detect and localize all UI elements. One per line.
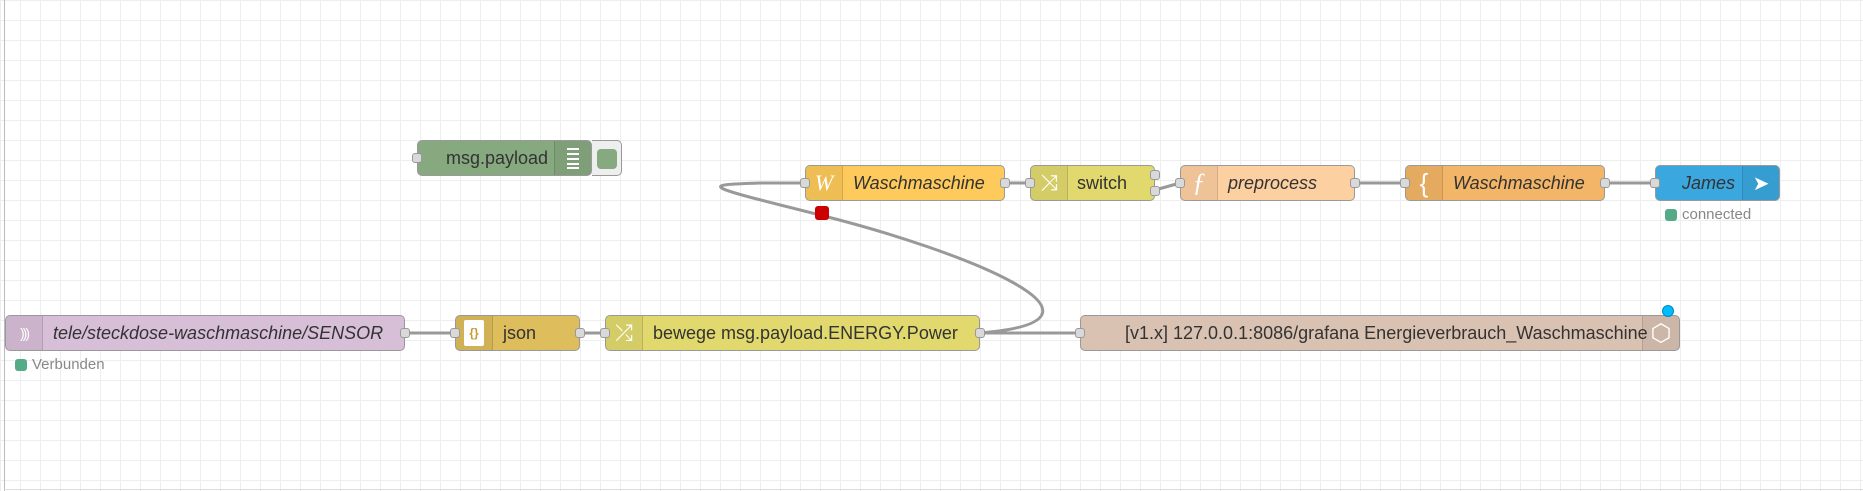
- json-waschmaschine-node[interactable]: { Waschmaschine: [1400, 165, 1610, 201]
- mqtt-in-node[interactable]: ))) tele/steckdose-waschmaschine/SENSOR: [5, 315, 410, 351]
- preprocess-node[interactable]: ƒ preprocess: [1175, 165, 1360, 201]
- mustache-glyph: W: [814, 170, 834, 195]
- shuffle-glyph: ⤮: [615, 320, 633, 345]
- template-input-port[interactable]: [800, 178, 810, 188]
- mqtt-status-dot: [15, 358, 27, 371]
- switch-output-port-2[interactable]: [1150, 186, 1160, 196]
- mqtt-signal-icon: ))): [6, 316, 43, 350]
- influxdb-out-node[interactable]: [v1.x] 127.0.0.1:8086/grafana Energiever…: [1075, 315, 1680, 351]
- telegram-node[interactable]: James ➤: [1650, 165, 1780, 201]
- json-waschmaschine-input-port[interactable]: [1400, 178, 1410, 188]
- influxdb-input-port[interactable]: [1075, 328, 1085, 338]
- switch-node-label: switch: [1077, 173, 1128, 193]
- influxdb-icon: ⬡: [1642, 316, 1679, 350]
- node-changed-indicator: [1662, 305, 1674, 317]
- mqtt-status: Verbunden: [15, 356, 105, 373]
- function-icon: ƒ: [1181, 166, 1218, 200]
- wire-change-template[interactable]: [719, 181, 1045, 335]
- curly-glyph: {: [1419, 167, 1429, 198]
- influx-glyph: ⬡: [1650, 319, 1672, 347]
- preprocess-output-port[interactable]: [1350, 178, 1360, 188]
- canvas-left-edge: [4, 0, 5, 491]
- json-node-label: json: [503, 323, 537, 343]
- switch-branch-icon: ⤨: [1031, 166, 1068, 200]
- change-output-port[interactable]: [975, 328, 985, 338]
- json-waschmaschine-node-label: Waschmaschine: [1453, 173, 1585, 193]
- debug-toggle-indicator: [597, 149, 617, 169]
- canvas-bottom-edge: [4, 489, 1863, 490]
- json-waschmaschine-output-port[interactable]: [1600, 178, 1610, 188]
- template-node[interactable]: W Waschmaschine: [800, 165, 1010, 201]
- json-braces-icon: {}: [456, 316, 493, 350]
- telegram-node-label: James: [1682, 173, 1736, 193]
- telegram-input-port[interactable]: [1650, 178, 1660, 188]
- json-node[interactable]: {} json: [450, 315, 585, 351]
- json-glyph: {}: [469, 326, 479, 340]
- change-node-label: bewege msg.payload.ENERGY.Power: [653, 323, 958, 343]
- json-input-port[interactable]: [450, 328, 460, 338]
- change-node[interactable]: ⤮ bewege msg.payload.ENERGY.Power: [600, 315, 985, 351]
- template-status-dot: [815, 206, 829, 220]
- plane-glyph: ➤: [1752, 172, 1770, 195]
- json-output-port[interactable]: [575, 328, 585, 338]
- curly-brace-icon: {: [1406, 166, 1443, 200]
- mqtt-output-port[interactable]: [400, 328, 410, 338]
- influxdb-node-label: [v1.x] 127.0.0.1:8086/grafana Energiever…: [1125, 323, 1648, 343]
- switch-input-port[interactable]: [1025, 178, 1035, 188]
- mqtt-in-node-label: tele/steckdose-waschmaschine/SENSOR: [53, 323, 384, 343]
- telegram-status: connected: [1665, 206, 1751, 223]
- debug-node-label: msg.payload: [446, 148, 549, 168]
- debug-node[interactable]: msg.payload: [412, 140, 592, 176]
- json-icon-doc: {}: [464, 320, 484, 346]
- change-input-port[interactable]: [600, 328, 610, 338]
- preprocess-input-port[interactable]: [1175, 178, 1185, 188]
- mustache-w-icon: W: [806, 166, 843, 200]
- switch-output-port-1[interactable]: [1150, 170, 1160, 180]
- function-glyph: ƒ: [1192, 168, 1206, 197]
- template-node-label: Waschmaschine: [853, 173, 985, 193]
- telegram-status-dot: [1665, 208, 1677, 221]
- switch-glyph: ⤨: [1040, 170, 1058, 195]
- paper-plane-icon: ➤: [1742, 166, 1779, 200]
- shuffle-icon: ⤮: [606, 316, 643, 350]
- signal-glyph: ))): [20, 325, 30, 341]
- switch-node[interactable]: ⤨ switch: [1025, 165, 1160, 201]
- list-lines-icon: [554, 141, 591, 175]
- debug-input-port[interactable]: [412, 153, 422, 163]
- mqtt-status-text: Verbunden: [32, 356, 105, 373]
- preprocess-node-label: preprocess: [1228, 173, 1318, 193]
- telegram-status-text: connected: [1682, 206, 1752, 223]
- template-output-port[interactable]: [1000, 178, 1010, 188]
- template-status: [815, 206, 834, 220]
- debug-toggle-button[interactable]: [592, 140, 622, 176]
